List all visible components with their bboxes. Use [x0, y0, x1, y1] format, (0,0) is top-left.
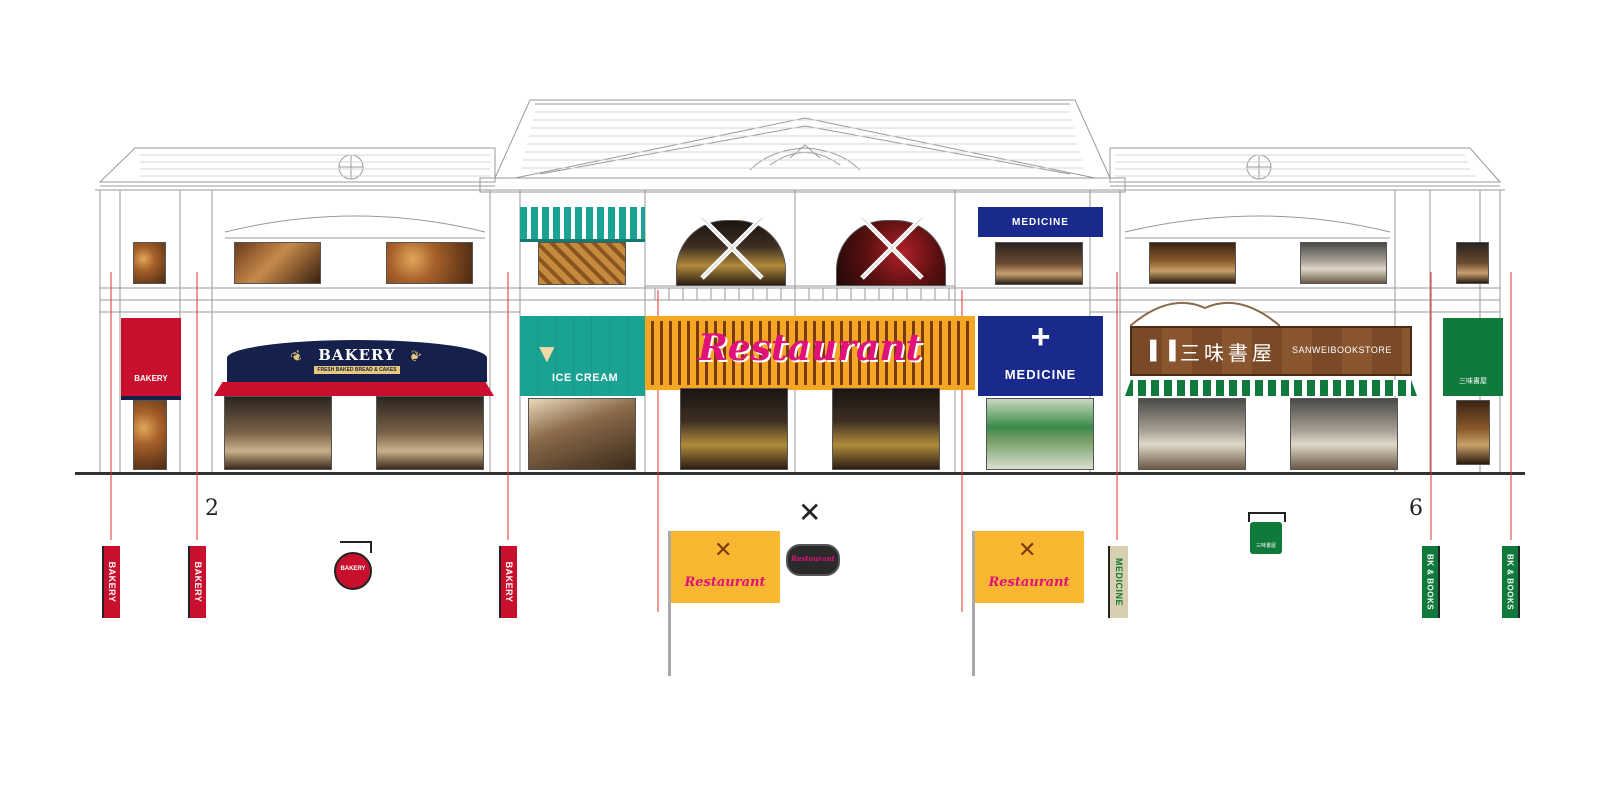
bookstore-awning: [1125, 380, 1417, 396]
medicine-awning: MEDICINE: [978, 207, 1103, 237]
bakery-window-2: [376, 396, 484, 470]
upper-photo-bookstore-2: [1300, 242, 1387, 284]
bakery-blade-sign: BAKERY: [102, 546, 120, 618]
bakery-round-sign-bracket: [340, 541, 372, 553]
bakery-window-1: [224, 396, 332, 470]
marker-left: 2: [205, 496, 219, 521]
ice-cream-cone-icon: ▼: [534, 338, 560, 368]
upper-photo-bakery-2: [386, 242, 473, 284]
bookstore-window-1: [1138, 398, 1246, 470]
upper-photo-bakery-1: [234, 242, 321, 284]
windmill-icon: [860, 216, 924, 280]
upper-photo-bookstore-1: [1149, 242, 1236, 284]
bookstore-side-sign: 三味書屋: [1443, 318, 1503, 396]
upper-photo-restaurant-1: [676, 220, 786, 286]
bookstore-english-name: SANWEIBOOKSTORE: [1292, 345, 1392, 355]
upper-photo-restaurant-2: [836, 220, 946, 286]
upper-photo-bakery-small: [133, 242, 166, 284]
bookstore-blade-label: BK & BOOKS: [1505, 553, 1515, 611]
ground-line: [75, 472, 1525, 475]
restaurant-window-2: [832, 388, 940, 470]
icecream-sign: ▼ ICE CREAM: [520, 316, 645, 396]
restaurant-sign: Restaurant: [645, 316, 975, 390]
bakery-side-sign: BAKERY: [121, 318, 181, 400]
upper-photo-medicine: [995, 242, 1083, 285]
bakery-tagline: FRESH BAKED BREAD & CAKES: [314, 366, 400, 374]
restaurant-flag-label: Restaurant: [684, 575, 766, 590]
bookstore-hanging-sign: 三味書屋: [1250, 522, 1282, 554]
restaurant-hanging-label: Restaurant: [791, 554, 835, 563]
bakery-blade-sign: BAKERY: [499, 546, 517, 618]
restaurant-window-1: [680, 388, 788, 470]
medicine-blade-label: MEDICINE: [1114, 557, 1124, 607]
windmill-icon: ✕: [1018, 537, 1037, 562]
bookstore-hanging-name: 三味書屋: [1255, 543, 1276, 549]
restaurant-flag-left: ✕ Restaurant: [670, 531, 780, 603]
windmill-icon: ✕: [714, 537, 733, 562]
restaurant-flag-label: Restaurant: [988, 575, 1070, 590]
icecream-window: [528, 398, 636, 470]
center-roof: [494, 99, 1111, 179]
bakery-blade-label: BAKERY: [193, 561, 203, 603]
flagpole: [972, 531, 975, 676]
restaurant-sign-label: Restaurant: [697, 327, 923, 369]
bakery-sign: BAKERY FRESH BAKED BREAD & CAKES ❦ ❦: [227, 340, 487, 382]
bookstore-blade-sign: BK & BOOKS: [1502, 546, 1520, 618]
bakery-side-sign-label: BAKERY: [134, 374, 168, 383]
bookstore-side-name: 三味書屋: [1459, 378, 1487, 385]
medicine-blade-sign: MEDICINE: [1108, 546, 1128, 618]
restaurant-hanging-sign: Restaurant: [786, 544, 840, 576]
bookstore-hanging-bracket: [1248, 512, 1286, 522]
medicine-label: MEDICINE: [1004, 367, 1077, 382]
bookstore-window-2: [1290, 398, 1398, 470]
bakery-side-window: [133, 400, 167, 470]
bakery-awning: [214, 382, 494, 396]
bookstore-sign-crest: [1130, 301, 1280, 327]
book-logo-icon: ▌▐: [1150, 340, 1176, 360]
left-arch: [224, 215, 486, 233]
medicine-awning-label: MEDICINE: [1012, 217, 1069, 228]
bookstore-blade-label: BK & BOOKS: [1425, 553, 1435, 611]
bookstore-blade-sign: BK & BOOKS: [1422, 546, 1440, 618]
right-roof: [1109, 147, 1502, 183]
pediment-ornament: [749, 144, 861, 171]
marker-right: 6: [1409, 496, 1423, 521]
icecream-label: ICE CREAM: [552, 372, 619, 384]
cross-icon: +: [1030, 318, 1051, 356]
bakery-round-sign-label: BAKERY: [340, 566, 366, 572]
bakery-blade-sign: BAKERY: [188, 546, 206, 618]
icecream-awning: [520, 207, 645, 242]
bookstore-sign: ▌▐ 三味書屋 SANWEIBOOKSTORE: [1130, 326, 1412, 376]
bookstore-side-window: [1456, 400, 1490, 465]
bakery-sign-label: BAKERY: [318, 346, 396, 364]
flagpole: [668, 531, 671, 676]
left-roof: [98, 147, 496, 183]
bakery-round-sign: BAKERY: [334, 552, 372, 590]
windmill-icon: [700, 216, 764, 280]
bakery-blade-label: BAKERY: [107, 561, 117, 603]
windmill-icon: ✕: [798, 497, 822, 528]
upper-photo-bookstore-small: [1456, 242, 1489, 284]
bakery-blade-label: BAKERY: [504, 561, 514, 603]
medicine-sign: + MEDICINE: [978, 316, 1103, 396]
restaurant-flag-right: ✕ Restaurant: [974, 531, 1084, 603]
medicine-window: [986, 398, 1094, 470]
bookstore-chinese-name: 三味書屋: [1180, 343, 1276, 365]
right-arch: [1124, 215, 1391, 233]
upper-photo-icecream: [538, 242, 626, 285]
